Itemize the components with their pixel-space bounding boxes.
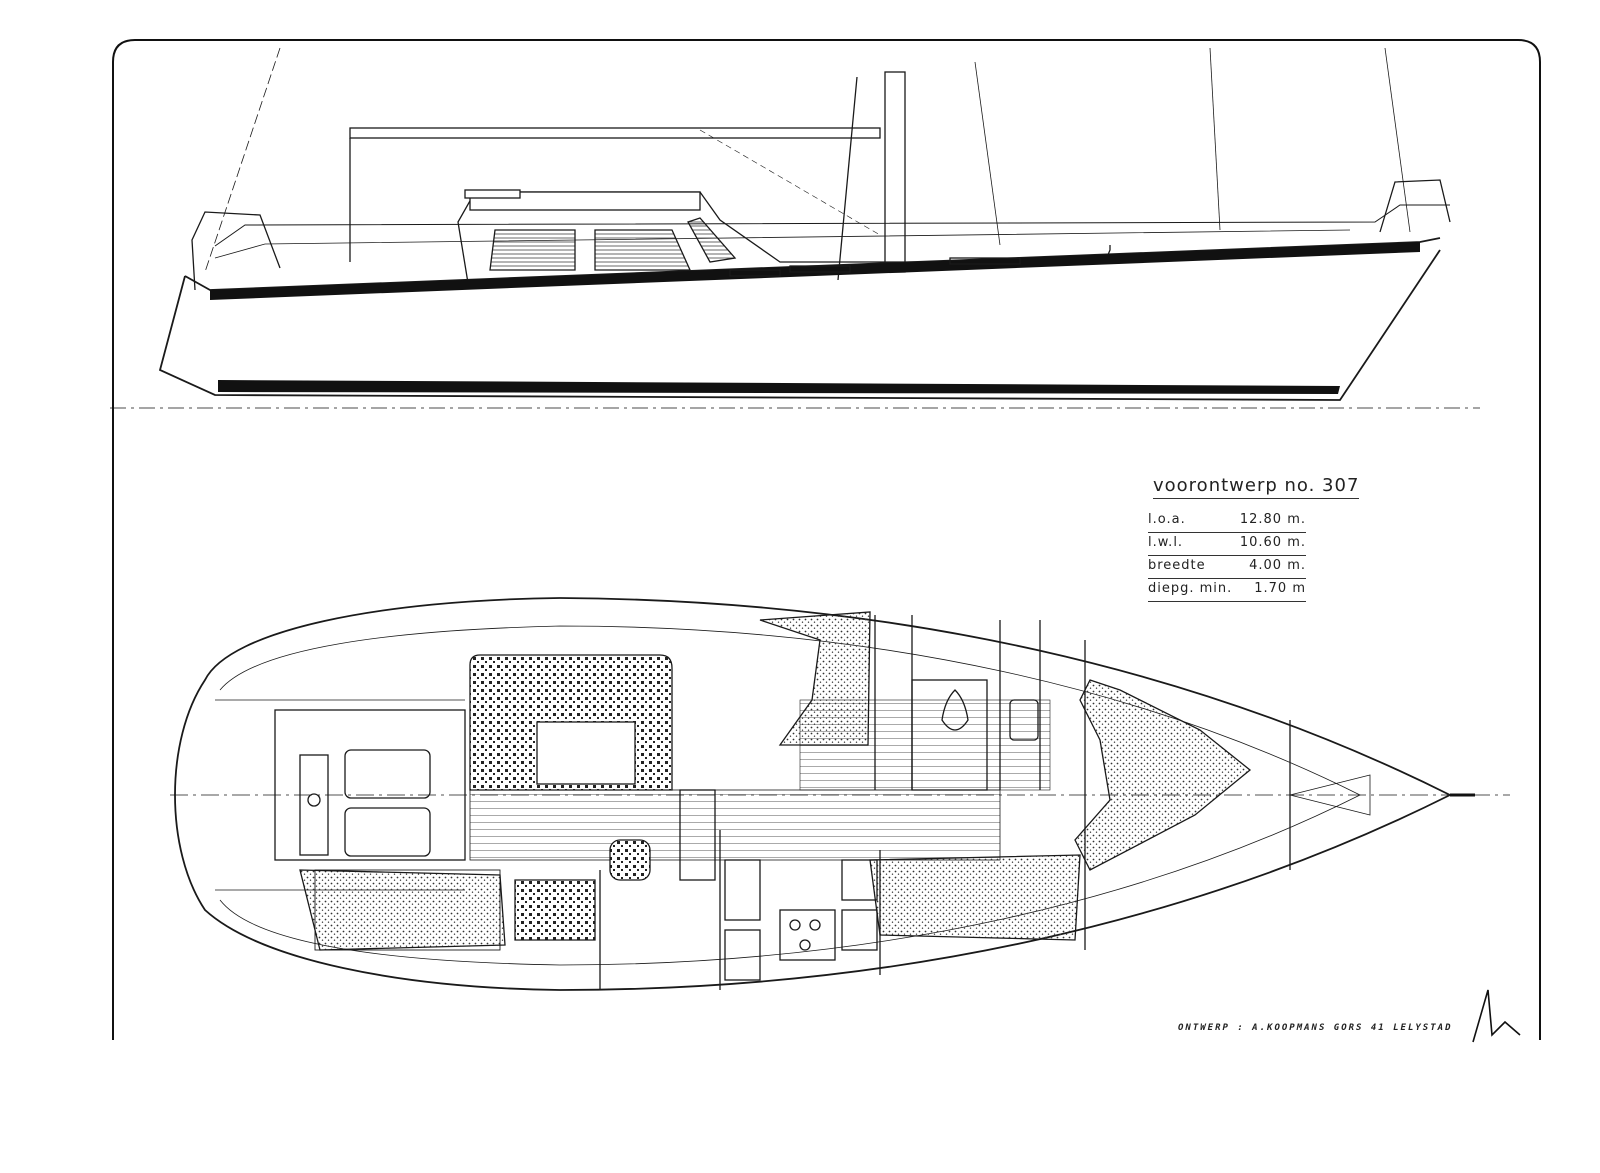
spec-value: 4.00 m. — [1249, 558, 1306, 573]
spec-label: l.o.a. — [1148, 512, 1186, 527]
designer-credit: ONTWERP : A.KOOPMANS GORS 41 LELYSTAD — [1178, 1023, 1453, 1033]
signature-mark — [1472, 989, 1521, 1043]
plan-view — [170, 597, 1510, 991]
spec-label: l.w.l. — [1148, 535, 1184, 550]
spec-label: breedte — [1148, 558, 1206, 573]
sheet-border — [112, 39, 1541, 1040]
design-title: voorontwerp no. 307 — [1153, 475, 1360, 499]
spec-row-loa: l.o.a. 12.80 m. — [1148, 512, 1306, 533]
spec-table: l.o.a. 12.80 m. l.w.l. 10.60 m. breedte … — [1148, 512, 1306, 604]
spec-value: 10.60 m. — [1239, 535, 1306, 550]
spec-value: 1.70 m — [1254, 581, 1306, 596]
spec-row-diepgang: diepg. min. 1.70 m — [1148, 581, 1306, 602]
spec-label: diepg. min. — [1148, 581, 1233, 596]
spec-value: 12.80 m. — [1239, 512, 1306, 527]
spec-row-breedte: breedte 4.00 m. — [1148, 558, 1306, 579]
spec-row-lwl: l.w.l. 10.60 m. — [1148, 535, 1306, 556]
side-elevation — [158, 47, 1451, 401]
